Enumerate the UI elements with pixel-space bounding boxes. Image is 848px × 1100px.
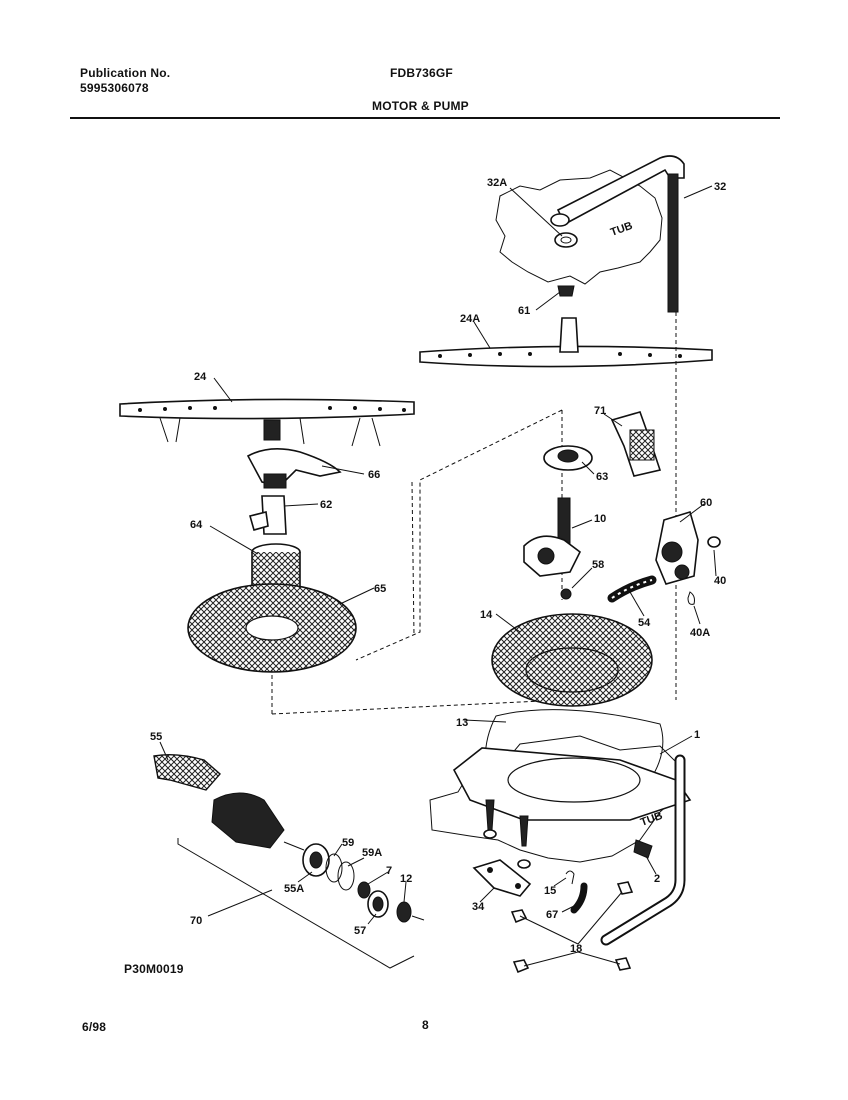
bearing-ring-32A: [554, 232, 578, 248]
part-40A-clip: [687, 591, 695, 605]
callout-59A: 59A: [362, 847, 382, 859]
model-number: FDB736GF: [390, 66, 453, 80]
callout-40A: 40A: [690, 627, 710, 639]
callout-63: 63: [596, 471, 608, 483]
footer-date: 6/98: [82, 1020, 107, 1034]
bolt-left: [485, 799, 495, 831]
page-number: 8: [422, 1018, 429, 1032]
part-59A-ring: [337, 861, 355, 891]
tub-label-upper: TUB: [609, 220, 634, 239]
part-66-impeller-cap: [246, 448, 342, 487]
callout-10: 10: [594, 513, 606, 525]
upper-spray-arm-holes: [438, 352, 682, 358]
lower-spray-arm: [119, 398, 415, 420]
callout-55A: 55A: [284, 883, 304, 895]
lower-arm-spring: [263, 419, 281, 441]
callout-62: 62: [320, 499, 332, 511]
callout-32A: 32A: [487, 177, 507, 189]
upper-tub-fragment: [495, 169, 663, 285]
callout-55: 55: [150, 731, 162, 743]
callout-71: 71: [594, 405, 606, 417]
part-12-cap: [396, 901, 412, 923]
figure-code: P30M0019: [124, 962, 184, 976]
callout-59: 59: [342, 837, 354, 849]
callout-66: 66: [368, 469, 380, 481]
header-rule: [70, 117, 780, 119]
callout-67: 67: [546, 909, 558, 921]
publication-number: 5995306078: [80, 81, 149, 95]
lower-spray-arm-holes: [138, 406, 406, 412]
tube-end: [550, 213, 570, 227]
publication-label: Publication No.: [80, 66, 171, 80]
callout-1: 1: [694, 729, 700, 741]
callout-34: 34: [472, 901, 485, 913]
section-title: MOTOR & PUMP: [372, 99, 469, 113]
part-2-bracket: [633, 839, 653, 859]
nut-61: [557, 285, 575, 297]
part-40-clamp: [707, 536, 721, 548]
part-55-cover: [153, 753, 221, 791]
callout-32: 32: [714, 181, 726, 193]
callout-24: 24: [194, 371, 207, 383]
part-67-hose: [570, 882, 588, 914]
callout-54: 54: [638, 617, 651, 629]
callout-2: 2: [654, 873, 660, 885]
supply-tube: [556, 155, 685, 226]
callout-64: 64: [190, 519, 203, 531]
callout-7: 7: [386, 865, 392, 877]
part-14-filter: [491, 613, 653, 707]
part-18-nuts: [510, 881, 634, 974]
part-58-seal: [560, 588, 572, 600]
part-59-ring: [325, 853, 343, 883]
washer-right: [517, 859, 531, 869]
motor-body: [211, 792, 285, 849]
bolt-right: [519, 815, 529, 847]
callout-13: 13: [456, 717, 468, 729]
callout-40: 40: [714, 575, 726, 587]
washer-left: [483, 829, 497, 839]
callout-70: 70: [190, 915, 202, 927]
callout-12: 12: [400, 873, 412, 885]
callout-57: 57: [354, 925, 366, 937]
callout-15: 15: [544, 885, 556, 897]
callout-18: 18: [570, 943, 582, 955]
callout-14: 14: [480, 609, 493, 621]
part-15-clip: [565, 870, 575, 885]
part-70-group-bracket: [177, 838, 415, 969]
upper-spray-arm: [419, 345, 713, 368]
callout-58: 58: [592, 559, 604, 571]
callout-60: 60: [700, 497, 712, 509]
part-7-seal: [357, 881, 371, 899]
leader-lines: [159, 185, 717, 967]
callout-65: 65: [374, 583, 386, 595]
callout-24A: 24A: [460, 313, 480, 325]
callout-61: 61: [518, 305, 530, 317]
upper-spray-arm-hub: [559, 317, 579, 353]
supply-tube-riser: [667, 173, 679, 313]
